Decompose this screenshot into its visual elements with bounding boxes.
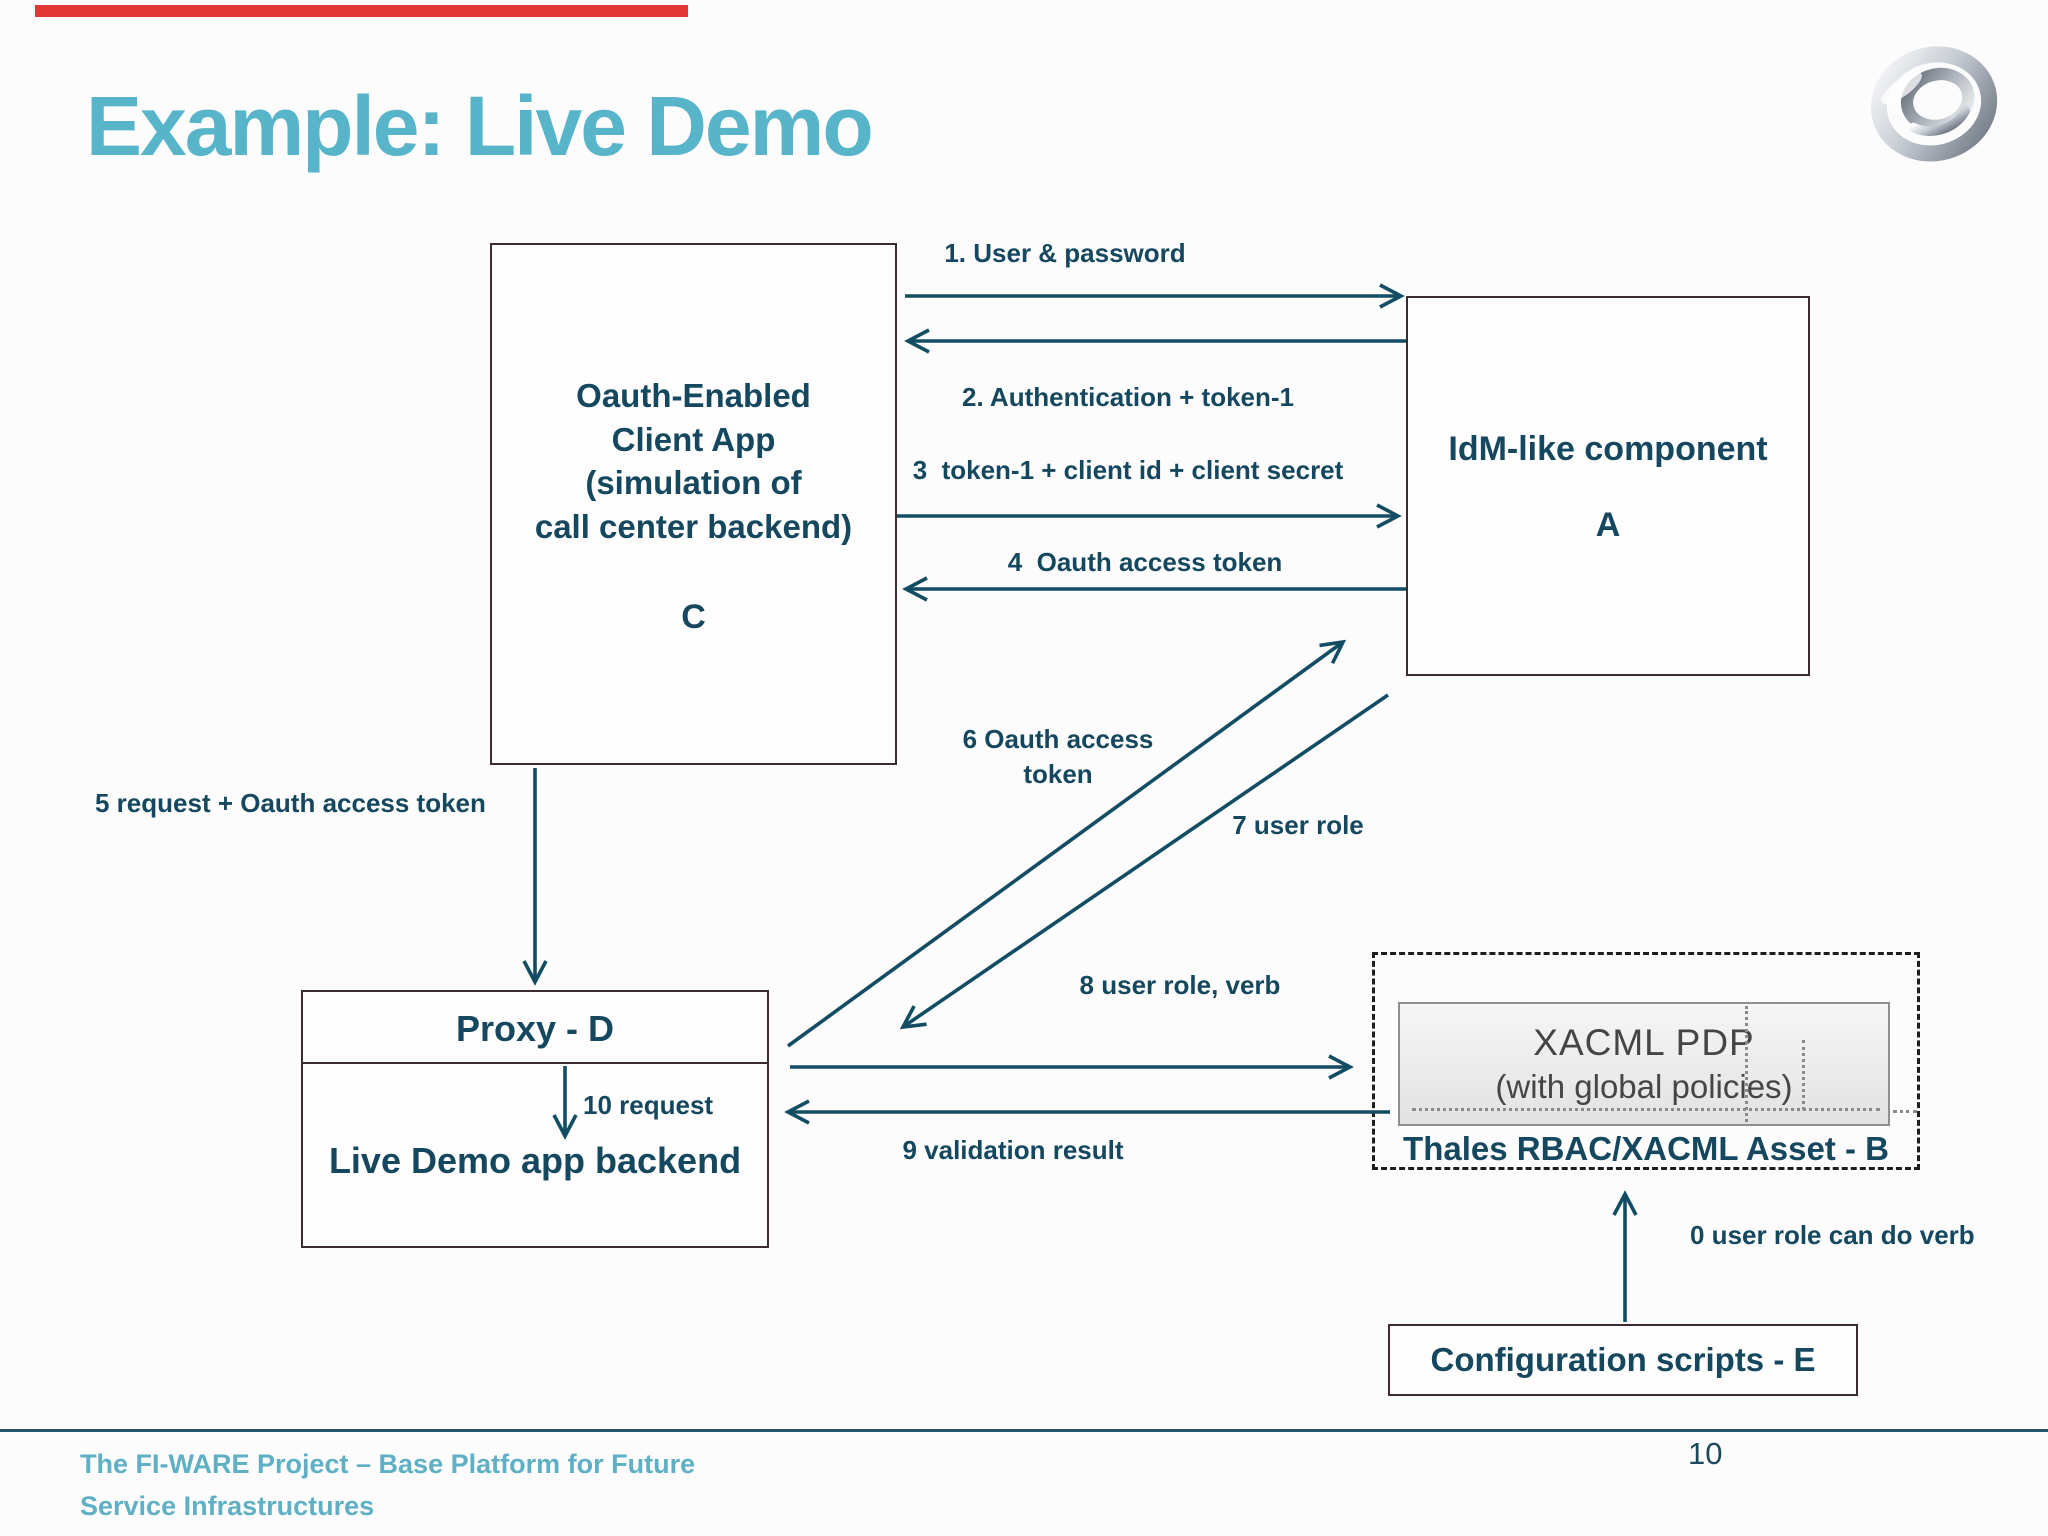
idm-label: IdM-like component: [1448, 430, 1768, 468]
footer-text: The FI-WARE Project – Base Platform for …: [80, 1449, 696, 1521]
dotted-artifact: [1412, 1108, 1880, 1111]
fiware-logo-icon: [1870, 46, 1998, 162]
page-number: 10: [1688, 1436, 1723, 1471]
proxy-box: [301, 990, 769, 1248]
message-label-3: 3 token-1 + client id + client secret: [912, 455, 1344, 485]
xacml-pdp-subtitle: (with global policies): [1495, 1068, 1793, 1105]
top-accent-bar: [35, 5, 688, 17]
client-app-letter: C: [681, 598, 706, 636]
idm-letter: A: [1595, 506, 1621, 544]
client-app-label: Oauth-Enabled Client App (simulation of …: [534, 377, 853, 545]
xacml-pdp-box: XACML PDP (with global policies): [1398, 1002, 1890, 1126]
proxy-box-divider: [301, 1062, 769, 1064]
idm-box: [1406, 296, 1810, 676]
message-label-5: 5 request + Oauth access token: [95, 788, 486, 818]
config-scripts-box: Configuration scripts - E: [1388, 1324, 1858, 1396]
xacml-pdp-title: XACML PDP: [1533, 1022, 1755, 1063]
message-label-8: 8 user role, verb: [1079, 970, 1281, 1000]
message-label-6: 6 Oauth access token: [962, 724, 1154, 790]
footer-divider: [0, 1429, 2048, 1432]
config-scripts-label: Configuration scripts - E: [1430, 1341, 1816, 1378]
message-label-1: 1. User & password: [944, 238, 1186, 268]
dotted-artifact: [1802, 1040, 1805, 1110]
message-label-10: 10 request: [583, 1090, 714, 1120]
message-label-0: 0 user role can do verb: [1690, 1220, 1975, 1250]
message-label-9: 9 validation result: [902, 1135, 1124, 1165]
message-label-4: 4 Oauth access token: [1007, 547, 1283, 577]
thales-asset-dashed-box: [1372, 952, 1920, 1170]
page-title: Example: Live Demo: [86, 79, 874, 173]
live-demo-backend-label: Live Demo app backend: [328, 1140, 742, 1181]
dotted-artifact: [1745, 1006, 1748, 1122]
dotted-artifact: [1893, 1110, 1917, 1113]
thales-asset-label: Thales RBAC/XACML Asset - B: [1403, 1130, 1889, 1167]
message-label-7: 7 user role: [1232, 810, 1364, 840]
message-label-2: 2. Authentication + token-1: [961, 382, 1295, 412]
proxy-label: Proxy - D: [455, 1008, 615, 1049]
